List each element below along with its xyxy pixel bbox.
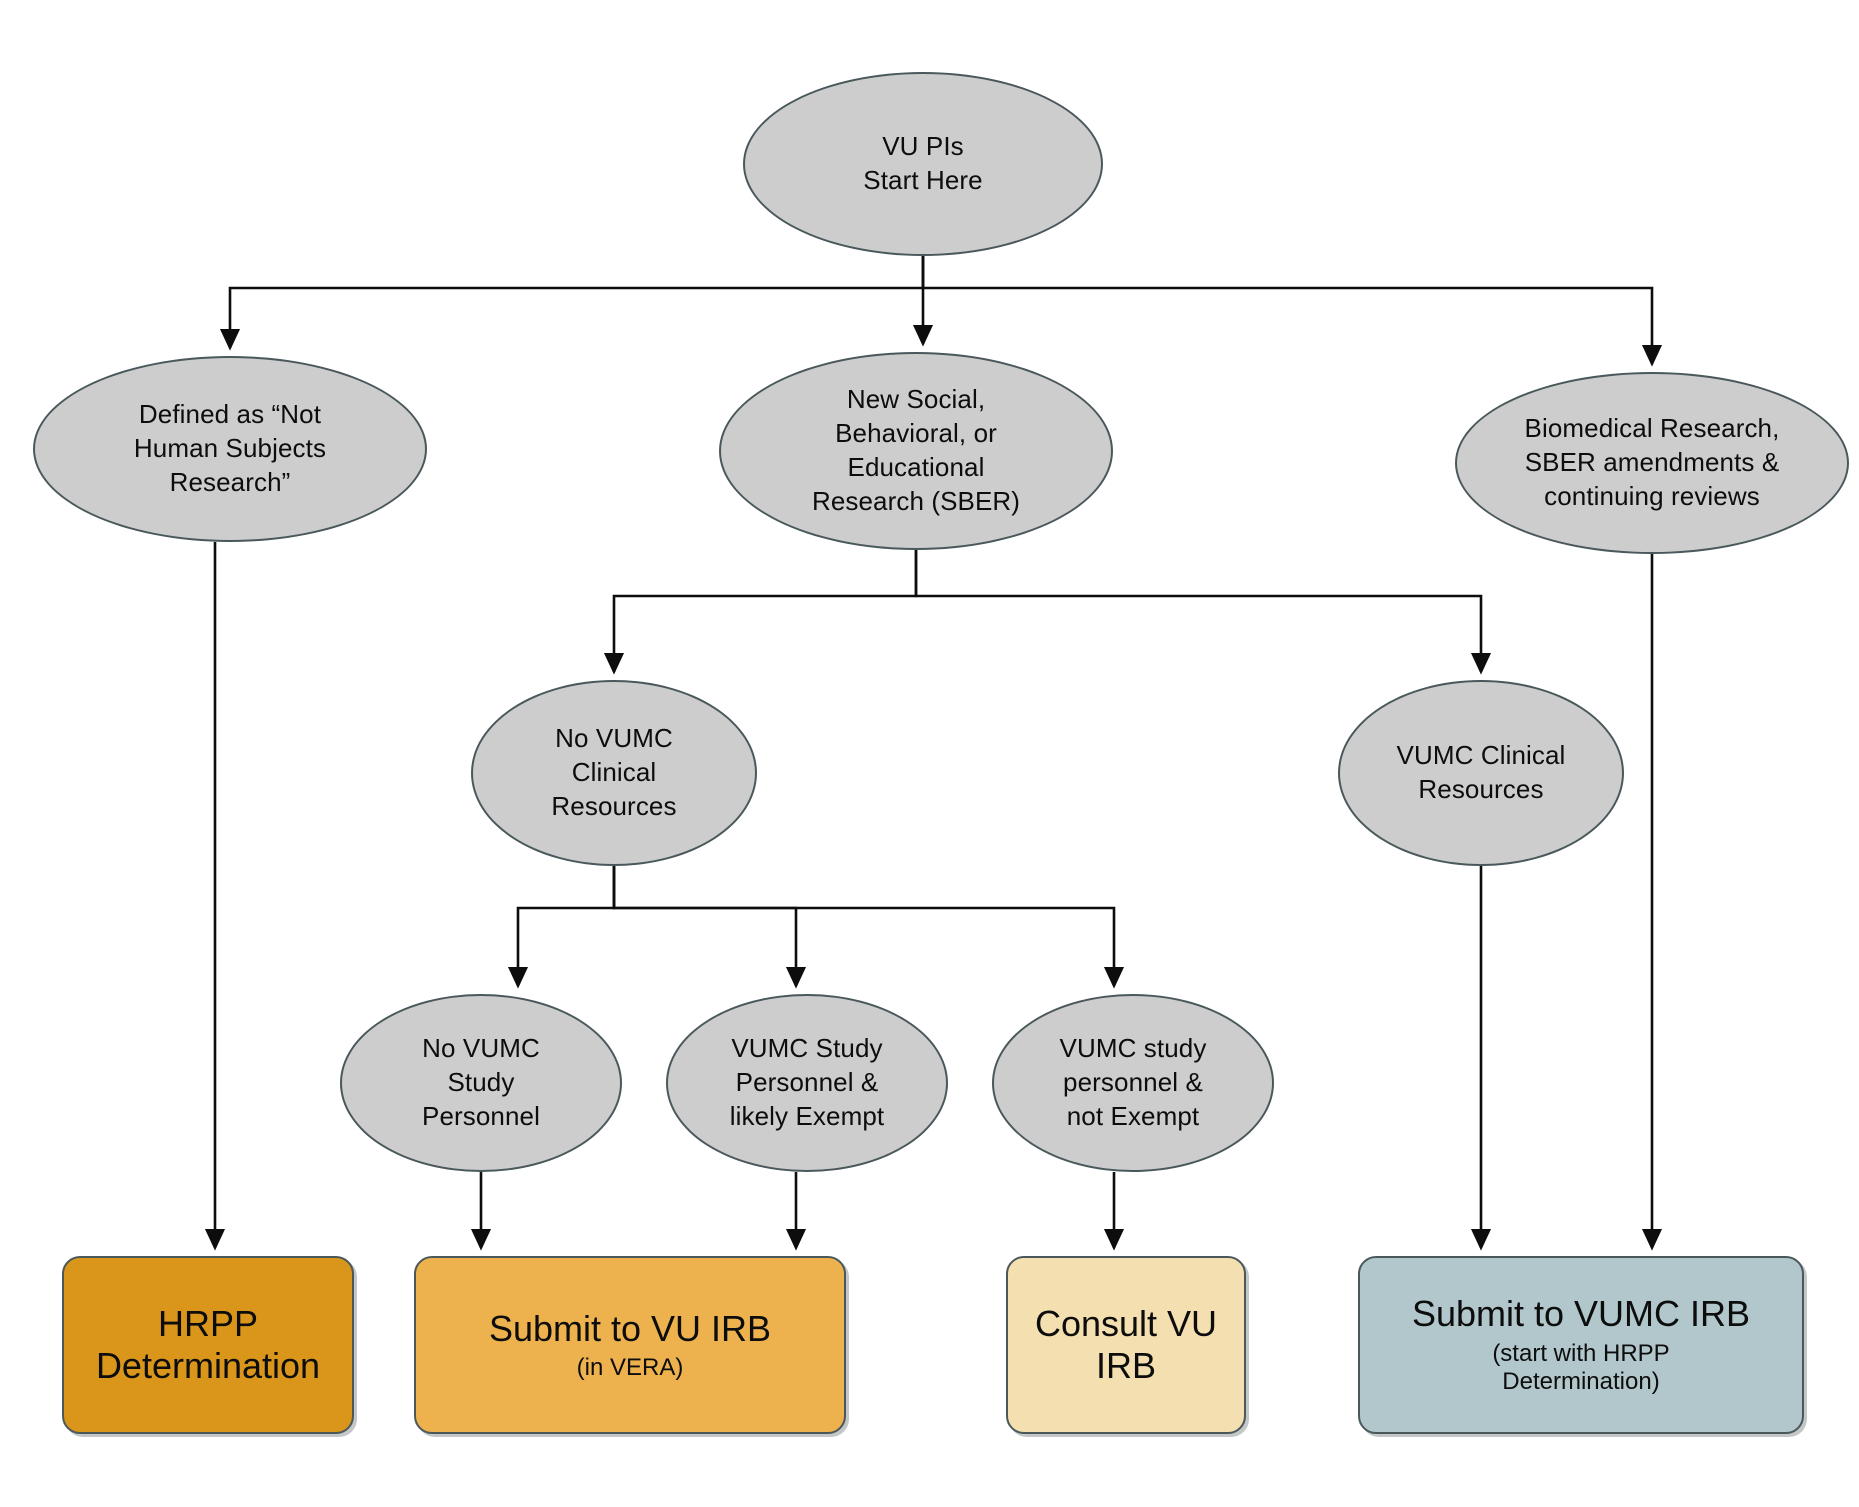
- node-no-vumc-clinical-resources-label: No VUMC Clinical Resources: [551, 723, 677, 821]
- node-submit-vu-irb-sublabel: (in VERA): [576, 1354, 684, 1382]
- node-hrpp-determination[interactable]: HRPP Determination: [62, 1256, 354, 1434]
- node-not-human-subjects-label: Defined as “Not Human Subjects Research”: [133, 399, 327, 497]
- node-not-human-subjects[interactable]: Defined as “Not Human Subjects Research”: [33, 356, 427, 542]
- node-no-vumc-study-personnel-label: No VUMC Study Personnel: [422, 1033, 540, 1131]
- node-submit-vu-irb[interactable]: Submit to VU IRB (in VERA): [414, 1256, 846, 1434]
- node-start[interactable]: VU PIs Start Here: [743, 72, 1103, 256]
- edge-sber-to-vumc-clinical-resources: [914, 550, 1492, 675]
- edge-no-clinical-to-not-exempt: [612, 866, 1125, 989]
- node-sber[interactable]: New Social, Behavioral, or Educational R…: [719, 352, 1113, 550]
- edge-no-clinical-to-no-study-personnel: [507, 866, 616, 989]
- edge-start-to-biomedical: [921, 256, 1663, 367]
- node-submit-vu-irb-label: Submit to VU IRB: [488, 1307, 772, 1349]
- node-consult-vu-irb[interactable]: Consult VU IRB: [1006, 1256, 1246, 1434]
- node-submit-vumc-irb-sublabel: (start with HRPP Determination): [1492, 1339, 1670, 1396]
- node-no-vumc-clinical-resources[interactable]: No VUMC Clinical Resources: [471, 680, 757, 866]
- node-vumc-personnel-likely-exempt-label: VUMC Study Personnel & likely Exempt: [729, 1033, 885, 1131]
- node-vumc-clinical-resources[interactable]: VUMC Clinical Resources: [1338, 680, 1624, 866]
- node-vumc-personnel-likely-exempt[interactable]: VUMC Study Personnel & likely Exempt: [666, 994, 948, 1172]
- edge-no-clinical-to-likely-exempt: [612, 866, 807, 989]
- node-vumc-clinical-resources-label: VUMC Clinical Resources: [1396, 740, 1566, 804]
- node-start-label: VU PIs Start Here: [863, 131, 983, 195]
- node-submit-vumc-irb[interactable]: Submit to VUMC IRB (start with HRPP Dete…: [1358, 1256, 1804, 1434]
- edge-start-to-not-human-subjects: [219, 256, 925, 351]
- node-biomedical[interactable]: Biomedical Research, SBER amendments & c…: [1455, 372, 1849, 554]
- node-biomedical-label: Biomedical Research, SBER amendments & c…: [1524, 413, 1780, 511]
- node-vumc-personnel-not-exempt[interactable]: VUMC study personnel & not Exempt: [992, 994, 1274, 1172]
- edge-sber-to-no-vumc-clinical-resources: [603, 550, 918, 675]
- node-no-vumc-study-personnel[interactable]: No VUMC Study Personnel: [340, 994, 622, 1172]
- node-vumc-personnel-not-exempt-label: VUMC study personnel & not Exempt: [1059, 1033, 1207, 1131]
- node-hrpp-determination-label: HRPP Determination: [95, 1302, 321, 1386]
- node-submit-vumc-irb-label: Submit to VUMC IRB: [1411, 1293, 1751, 1335]
- node-sber-label: New Social, Behavioral, or Educational R…: [811, 384, 1021, 516]
- node-consult-vu-irb-label: Consult VU IRB: [1034, 1302, 1218, 1386]
